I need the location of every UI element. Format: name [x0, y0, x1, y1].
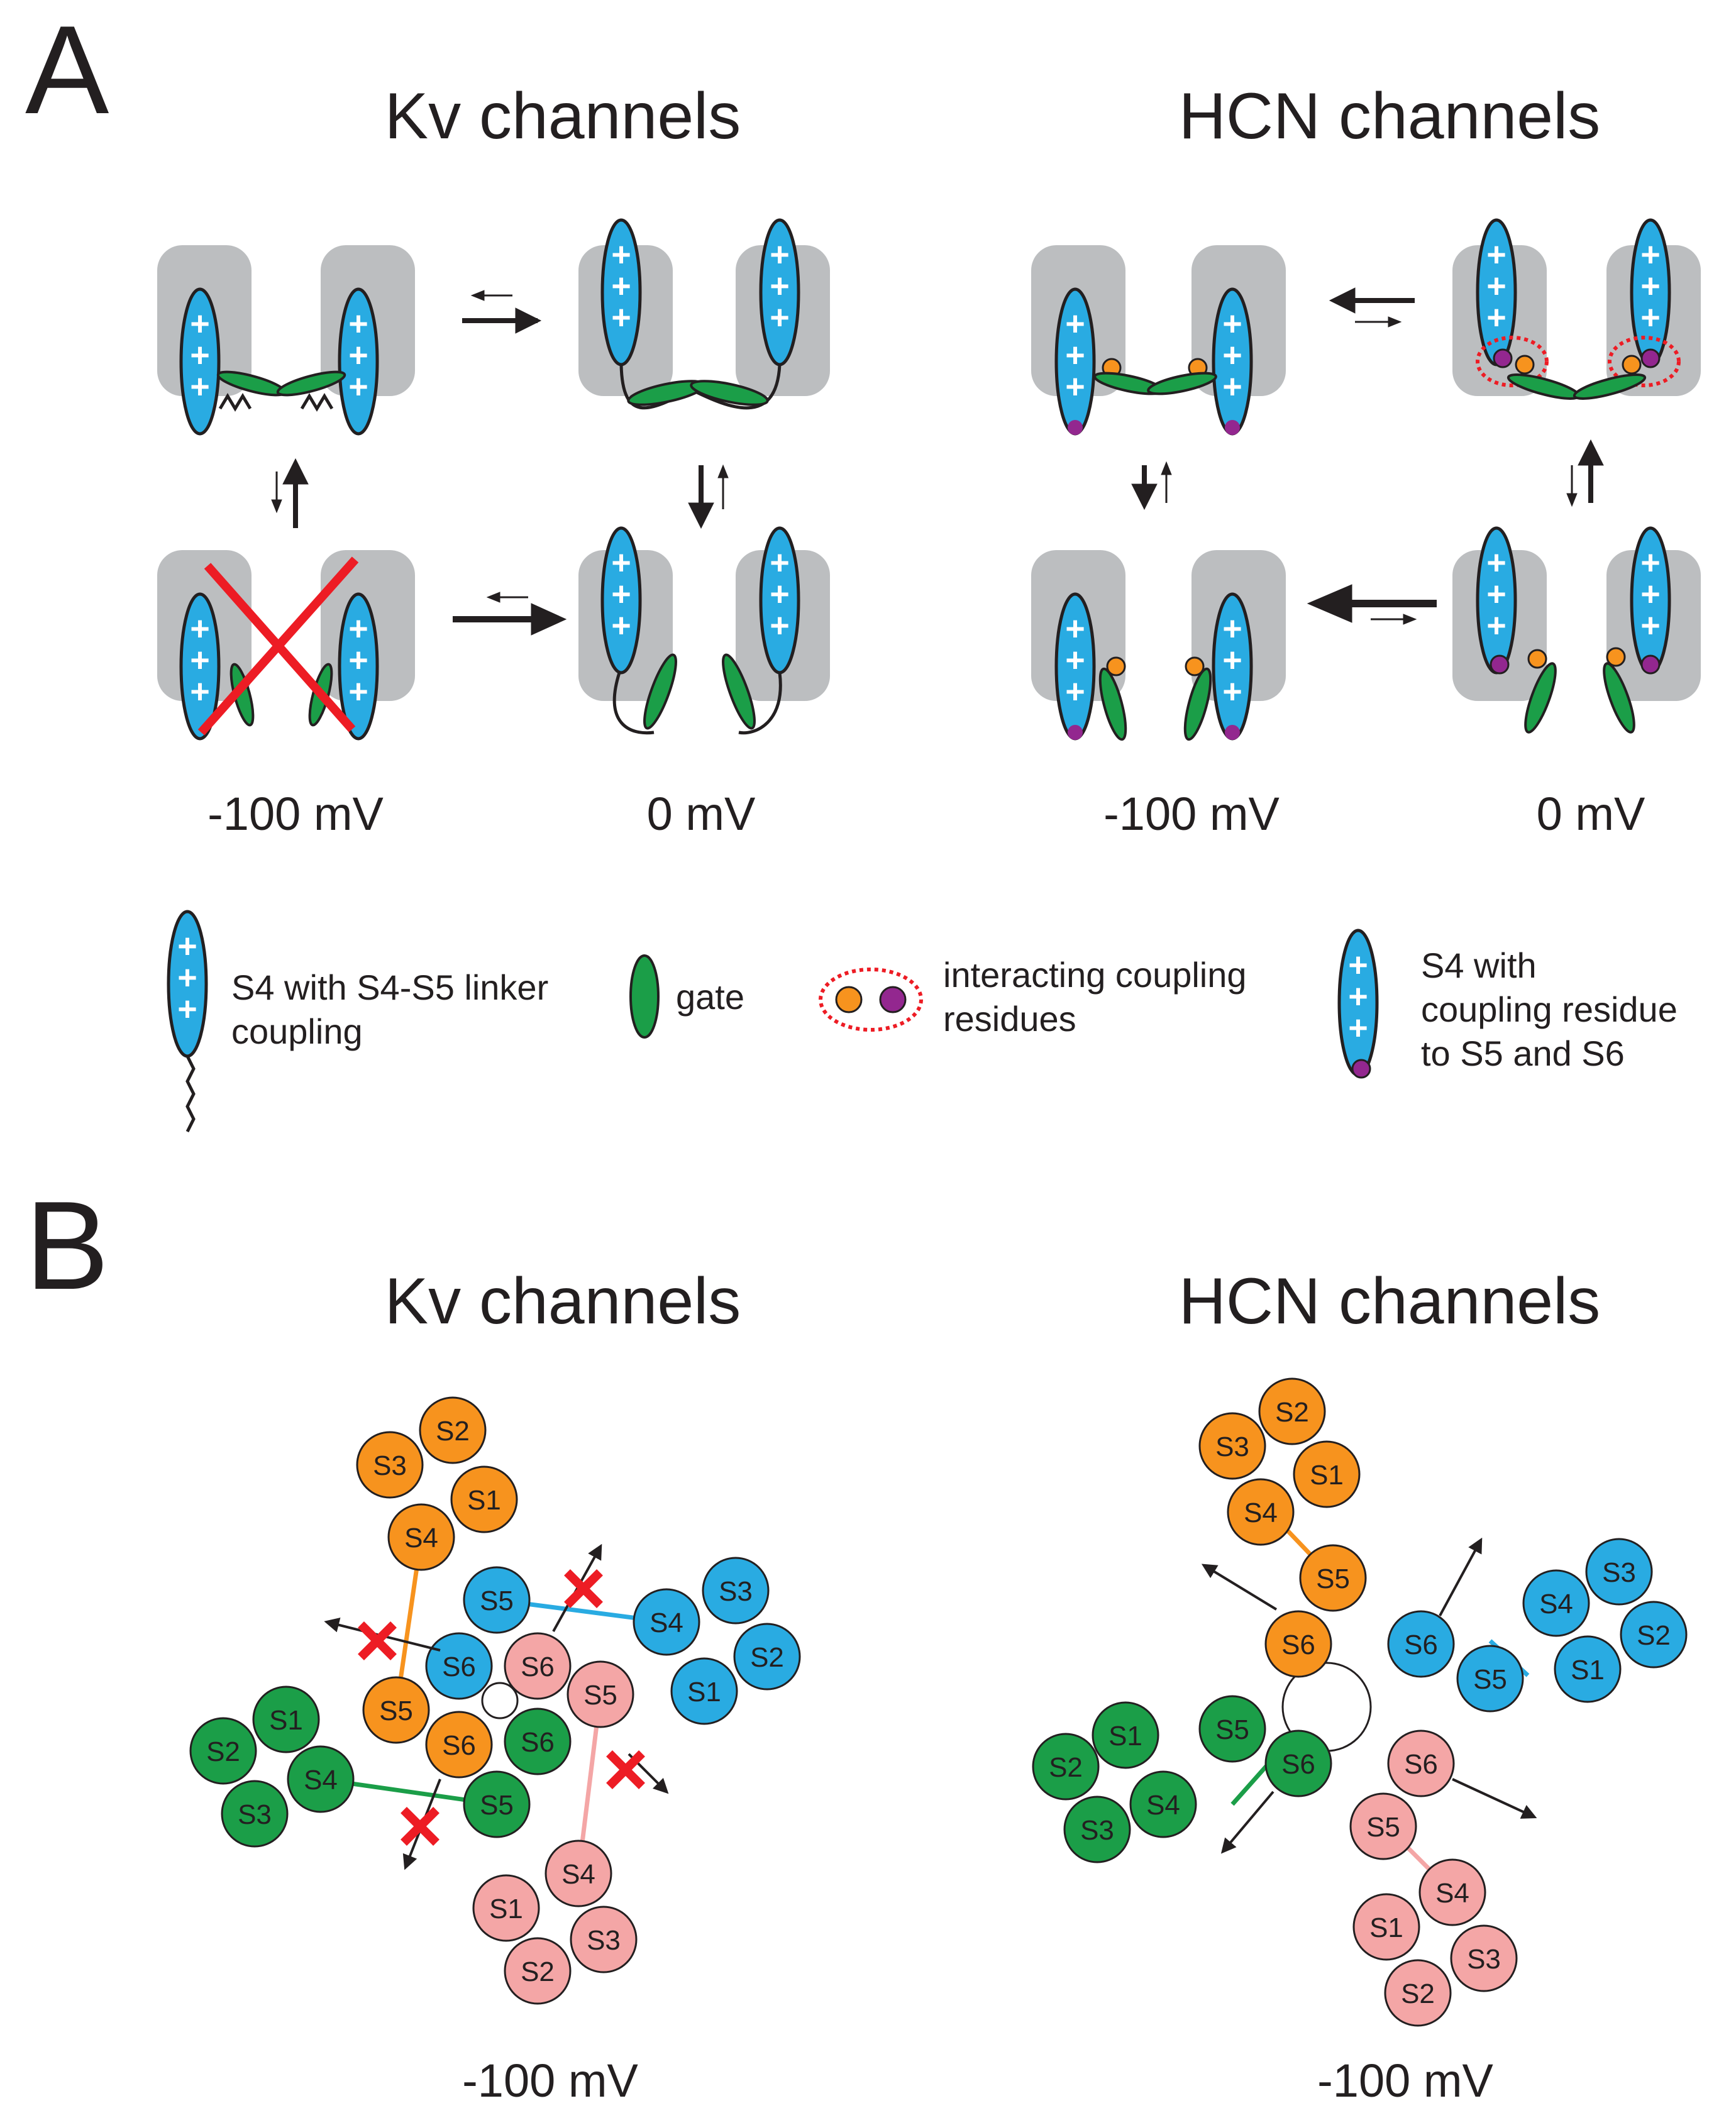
svg-text:S4: S4 [1146, 1790, 1180, 1821]
kv-voltage-left: -100 mV [207, 788, 384, 840]
svg-text:S5: S5 [1473, 1664, 1507, 1695]
svg-text:S2: S2 [1401, 1978, 1435, 2009]
svg-text:S2: S2 [206, 1736, 240, 1767]
svg-text:S1: S1 [489, 1894, 523, 1924]
panel-label-b: B [25, 1176, 109, 1316]
red-x-icon [404, 1810, 436, 1843]
svg-text:S1: S1 [467, 1485, 501, 1516]
hcn-title-a: HCN channels [1179, 80, 1601, 153]
hcn-orange-subunit [1198, 1377, 1367, 1678]
double-arrow-icon [1131, 287, 1604, 625]
svg-text:S4: S4 [650, 1608, 683, 1638]
kv-top-view: S3 S2 S1 S4 S5 S6 S5 S6 S4 S3 S2 S1 S1 S… [189, 1396, 801, 2005]
hcn-title-b: HCN channels [1179, 1265, 1601, 1338]
svg-text:S4: S4 [1539, 1589, 1573, 1619]
hcn-state-bottom-left [1031, 550, 1286, 741]
svg-text:S3: S3 [1602, 1557, 1636, 1588]
panel-label-a: A [25, 0, 109, 140]
legend-s4-residue-line3: to S5 and S6 [1421, 1034, 1625, 1073]
kv-state-activated-closed [578, 220, 830, 410]
svg-text:S5: S5 [480, 1586, 514, 1616]
svg-text:S4: S4 [304, 1765, 338, 1796]
legend-interacting-icon [819, 968, 923, 1032]
hcn-state-closed-right [1452, 220, 1701, 400]
svg-text:S1: S1 [269, 1705, 303, 1736]
legend-s4-residue-line1: S4 with [1421, 946, 1537, 985]
legend: S4 with S4-S5 linker coupling gate inter… [169, 912, 1678, 1133]
hcn-voltage-right: 0 mV [1537, 788, 1645, 840]
svg-text:S2: S2 [521, 1956, 555, 1987]
svg-text:S6: S6 [1404, 1630, 1438, 1660]
svg-text:S3: S3 [373, 1450, 407, 1481]
svg-text:S3: S3 [1215, 1432, 1249, 1462]
hcn-state-open [1452, 528, 1701, 734]
svg-text:S5: S5 [1366, 1812, 1400, 1843]
svg-text:S1: S1 [1369, 1912, 1403, 1943]
svg-text:S5: S5 [1316, 1564, 1350, 1594]
kv-state-forbidden [157, 550, 415, 739]
hcn-top-view: S3 S2 S1 S4 S5 S6 S6 S5 S4 S3 S2 S1 S1 S… [1032, 1377, 1688, 2027]
svg-text:S5: S5 [379, 1696, 413, 1726]
kv-title-a: Kv channels [385, 80, 741, 153]
legend-s4-linker-icon [169, 912, 206, 1133]
hcn-voltage-b: -100 mV [1317, 2055, 1493, 2107]
svg-text:S5: S5 [1215, 1714, 1249, 1745]
svg-text:S6: S6 [442, 1730, 476, 1761]
svg-text:S6: S6 [1404, 1749, 1438, 1780]
svg-text:S6: S6 [1281, 1749, 1315, 1780]
svg-text:S1: S1 [1571, 1655, 1605, 1685]
kv-voltage-right: 0 mV [647, 788, 756, 840]
svg-text:S3: S3 [1467, 1944, 1501, 1975]
legend-s4-residue-line2: coupling residue [1421, 990, 1678, 1029]
legend-s4-linker-line1: S4 with S4-S5 linker [231, 968, 548, 1007]
svg-text:S1: S1 [1310, 1460, 1344, 1491]
legend-interacting-line2: residues [943, 999, 1076, 1039]
hcn-green-subunit [1032, 1695, 1332, 1863]
legend-s4-residue-icon [1339, 930, 1377, 1079]
svg-text:S4: S4 [1435, 1878, 1469, 1909]
kv-title-b: Kv channels [385, 1265, 741, 1338]
svg-text:S2: S2 [1637, 1620, 1671, 1651]
svg-text:S4: S4 [404, 1523, 438, 1553]
svg-text:S1: S1 [687, 1677, 721, 1708]
svg-text:S3: S3 [1080, 1815, 1114, 1846]
double-arrow-icon [271, 290, 729, 636]
svg-text:S3: S3 [587, 1925, 621, 1956]
svg-text:S6: S6 [521, 1652, 555, 1682]
svg-text:S3: S3 [719, 1576, 753, 1607]
kv-voltage-b: -100 mV [462, 2055, 638, 2107]
legend-gate: gate [676, 977, 744, 1017]
svg-text:S6: S6 [521, 1727, 555, 1758]
svg-text:S4: S4 [561, 1859, 595, 1890]
hcn-pink-subunit [1349, 1730, 1518, 2027]
svg-text:S2: S2 [1049, 1752, 1083, 1783]
svg-text:S1: S1 [1108, 1721, 1142, 1752]
red-x-icon [361, 1625, 394, 1657]
hcn-state-closed-left [1031, 245, 1286, 435]
kv-orange-subunit [356, 1396, 518, 1779]
kv-blue-subunit [425, 1557, 801, 1725]
svg-text:S4: S4 [1244, 1498, 1278, 1528]
legend-interacting-line1: interacting coupling [943, 955, 1247, 995]
svg-text:S2: S2 [436, 1416, 470, 1447]
svg-text:S5: S5 [480, 1790, 514, 1821]
kv-state-closed-resting [157, 245, 415, 434]
legend-gate-icon [629, 954, 660, 1039]
hcn-voltage-left: -100 mV [1103, 788, 1280, 840]
legend-s4-linker-line2: coupling [231, 1012, 363, 1051]
hcn-blue-subunit [1387, 1538, 1688, 1713]
svg-text:S2: S2 [750, 1642, 784, 1673]
red-x-icon [609, 1753, 642, 1786]
kv-green-subunit [189, 1685, 572, 1848]
svg-text:S6: S6 [442, 1652, 476, 1682]
svg-text:S2: S2 [1275, 1397, 1309, 1428]
svg-text:S3: S3 [238, 1799, 272, 1830]
svg-text:S5: S5 [583, 1680, 617, 1711]
svg-text:S6: S6 [1281, 1630, 1315, 1660]
kv-state-open [578, 528, 830, 735]
kv-pink-subunit [472, 1632, 638, 2005]
